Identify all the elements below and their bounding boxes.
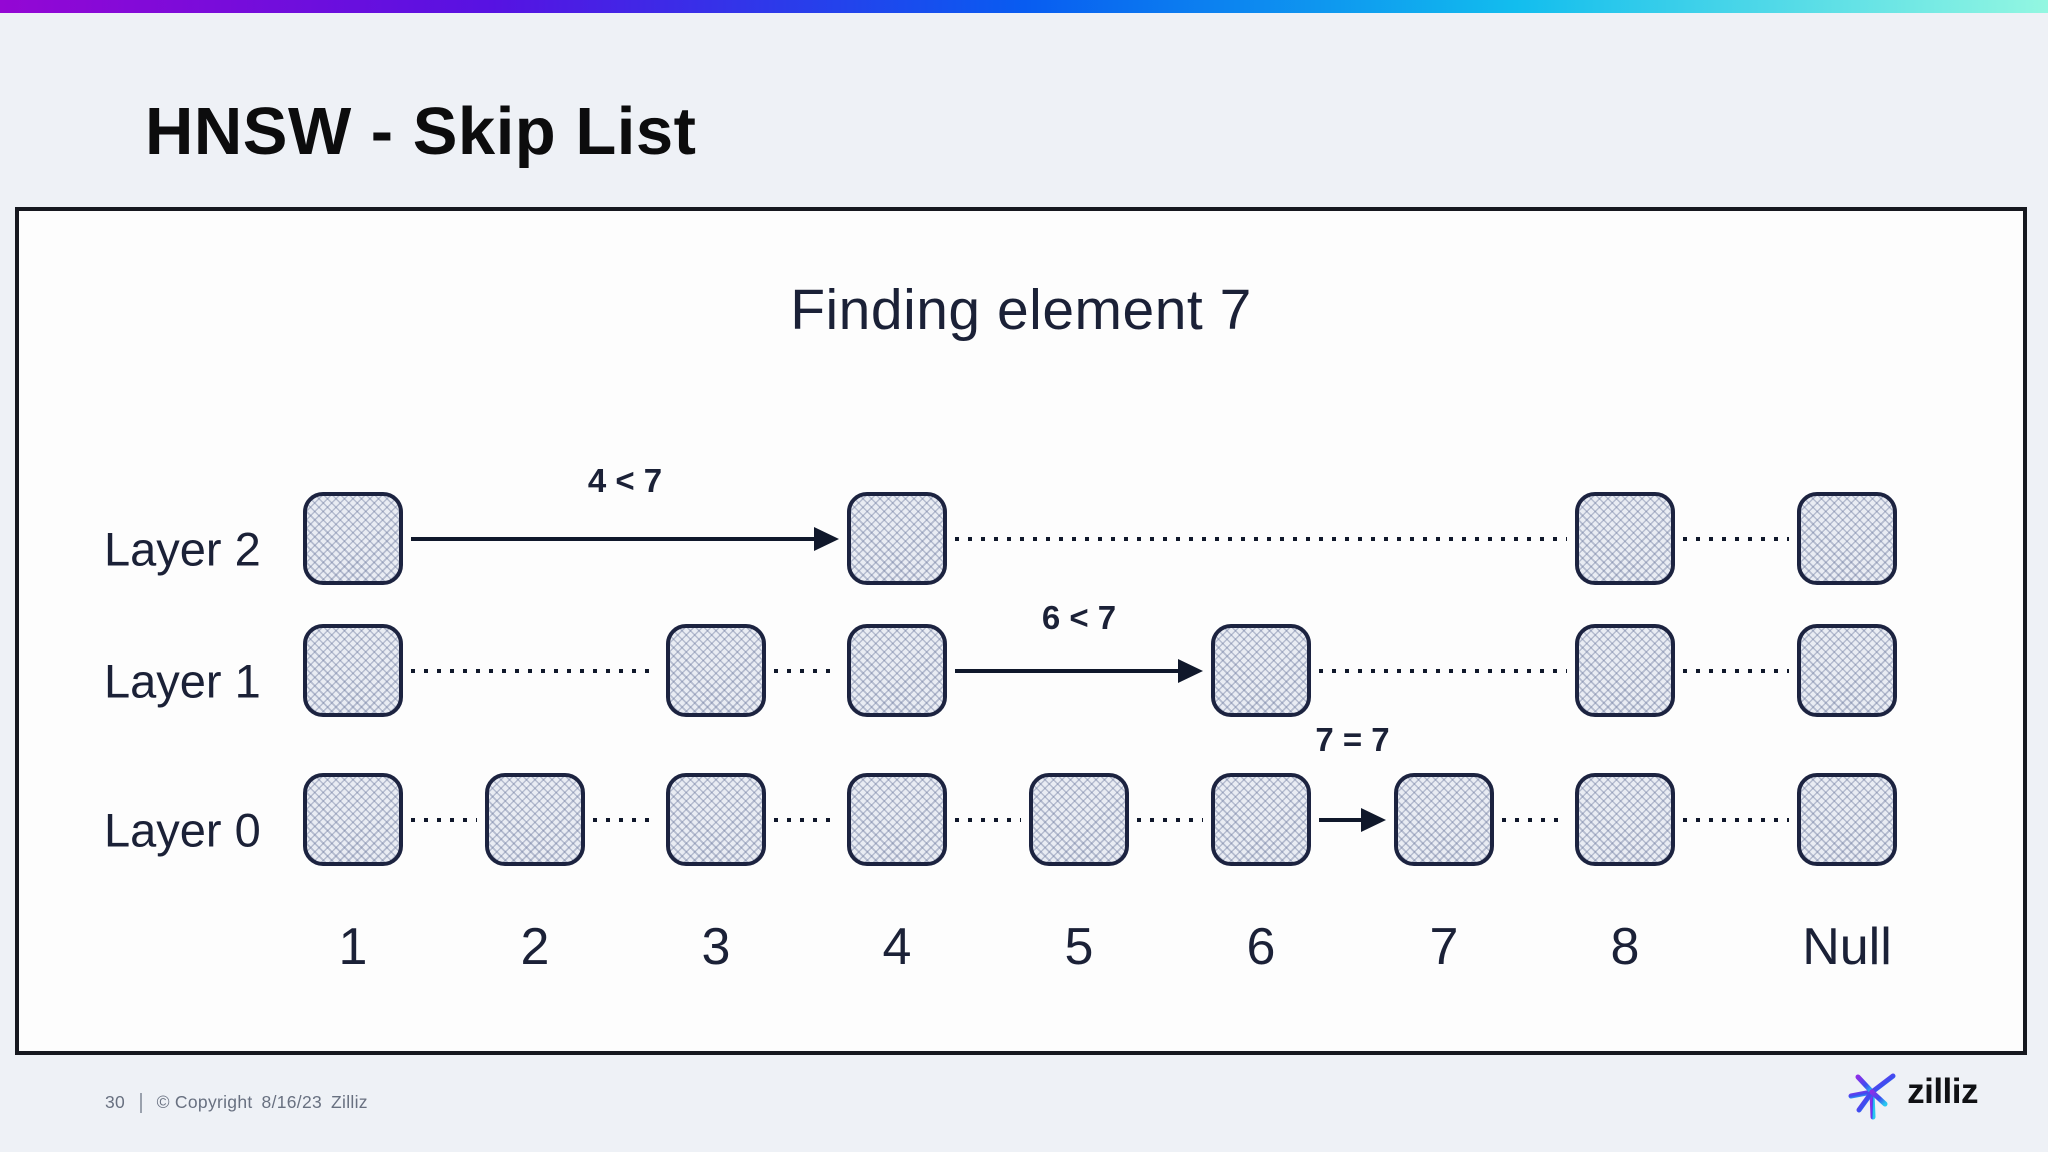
dotted-link bbox=[955, 817, 1021, 822]
copyright-text: © Copyright bbox=[156, 1092, 253, 1112]
zilliz-logo: zilliz bbox=[1846, 1063, 1978, 1121]
layer-label-0: Layer 0 bbox=[104, 803, 261, 856]
layer-label-2: Layer 2 bbox=[104, 522, 261, 575]
skiplist-node-l1-c3 bbox=[666, 624, 766, 717]
arrow-line bbox=[1319, 817, 1361, 822]
starburst-icon bbox=[1848, 1064, 1896, 1120]
skiplist-node-l2-c8 bbox=[1575, 492, 1675, 585]
footer-company: Zilliz bbox=[331, 1092, 368, 1112]
dotted-link bbox=[1683, 817, 1789, 822]
column-label-6: 6 bbox=[1246, 918, 1276, 976]
skiplist-node-l0-cNull bbox=[1797, 773, 1897, 866]
skiplist-node-l0-c8 bbox=[1575, 773, 1675, 866]
dotted-link bbox=[593, 817, 658, 822]
dotted-link bbox=[774, 817, 839, 822]
zilliz-logo-text: zilliz bbox=[1907, 1072, 1978, 1111]
comparison-label: 4 < 7 bbox=[587, 461, 663, 499]
column-label-3: 3 bbox=[701, 918, 731, 976]
top-gradient-bar bbox=[0, 0, 2048, 13]
dotted-link bbox=[1502, 817, 1567, 822]
footer-divider bbox=[140, 1092, 142, 1113]
footer-date: 8/16/23 bbox=[261, 1092, 323, 1112]
dotted-link bbox=[1683, 536, 1789, 541]
arrow-head-icon bbox=[1178, 658, 1203, 683]
skiplist-node-l0-c4 bbox=[847, 773, 947, 866]
column-label-7: 7 bbox=[1429, 918, 1459, 976]
arrow-line bbox=[411, 536, 814, 541]
arrow-head-icon bbox=[814, 526, 839, 551]
skiplist-node-l0-c6 bbox=[1211, 773, 1311, 866]
skiplist-node-l1-c6 bbox=[1211, 624, 1311, 717]
skiplist-node-l1-c4 bbox=[847, 624, 947, 717]
column-label-null: Null bbox=[1802, 918, 1892, 976]
skiplist-node-l0-c1 bbox=[303, 773, 403, 866]
comparison-label: 6 < 7 bbox=[1041, 598, 1117, 636]
column-label-5: 5 bbox=[1064, 918, 1094, 976]
column-label-8: 8 bbox=[1610, 918, 1640, 976]
skiplist-node-l1-cNull bbox=[1797, 624, 1897, 717]
dotted-link bbox=[955, 536, 1567, 541]
skiplist-node-l2-c4 bbox=[847, 492, 947, 585]
column-label-4: 4 bbox=[882, 918, 912, 976]
skiplist-node-l0-c7 bbox=[1394, 773, 1494, 866]
comparison-label: 7 = 7 bbox=[1315, 720, 1390, 758]
slide-footer: 30 © Copyright 8/16/23 Zilliz bbox=[105, 1092, 368, 1113]
dotted-link bbox=[1319, 668, 1567, 673]
skiplist-node-l1-c1 bbox=[303, 624, 403, 717]
search-arrow bbox=[1319, 807, 1386, 832]
search-arrow bbox=[955, 658, 1203, 683]
search-arrow bbox=[411, 526, 839, 551]
arrow-head-icon bbox=[1361, 807, 1386, 832]
skiplist-node-l0-c2 bbox=[485, 773, 585, 866]
skiplist-node-l0-c3 bbox=[666, 773, 766, 866]
dotted-link bbox=[411, 668, 658, 673]
dotted-link bbox=[774, 668, 839, 673]
page-number: 30 bbox=[105, 1092, 126, 1112]
skiplist-node-l1-c8 bbox=[1575, 624, 1675, 717]
diagram-canvas: Layer 2 4 < 7 Layer 1 6 < 7 Layer 0 7 = 7 1 2 3 4… bbox=[19, 211, 2023, 1051]
skiplist-node-l0-c5 bbox=[1029, 773, 1129, 866]
skip-list-diagram-frame: Finding element 7 Layer 2 4 < 7 Layer 1 6 <… bbox=[15, 207, 2027, 1055]
dotted-link bbox=[1683, 668, 1789, 673]
slide-title: HNSW - Skip List bbox=[145, 94, 697, 169]
column-label-2: 2 bbox=[520, 918, 550, 976]
skiplist-node-l2-c1 bbox=[303, 492, 403, 585]
column-label-1: 1 bbox=[338, 918, 368, 976]
layer-label-1: Layer 1 bbox=[104, 654, 261, 707]
diagram-title: Finding element 7 bbox=[790, 278, 1252, 342]
arrow-line bbox=[955, 668, 1178, 673]
dotted-link bbox=[1137, 817, 1203, 822]
skiplist-node-l2-cNull bbox=[1797, 492, 1897, 585]
dotted-link bbox=[411, 817, 477, 822]
